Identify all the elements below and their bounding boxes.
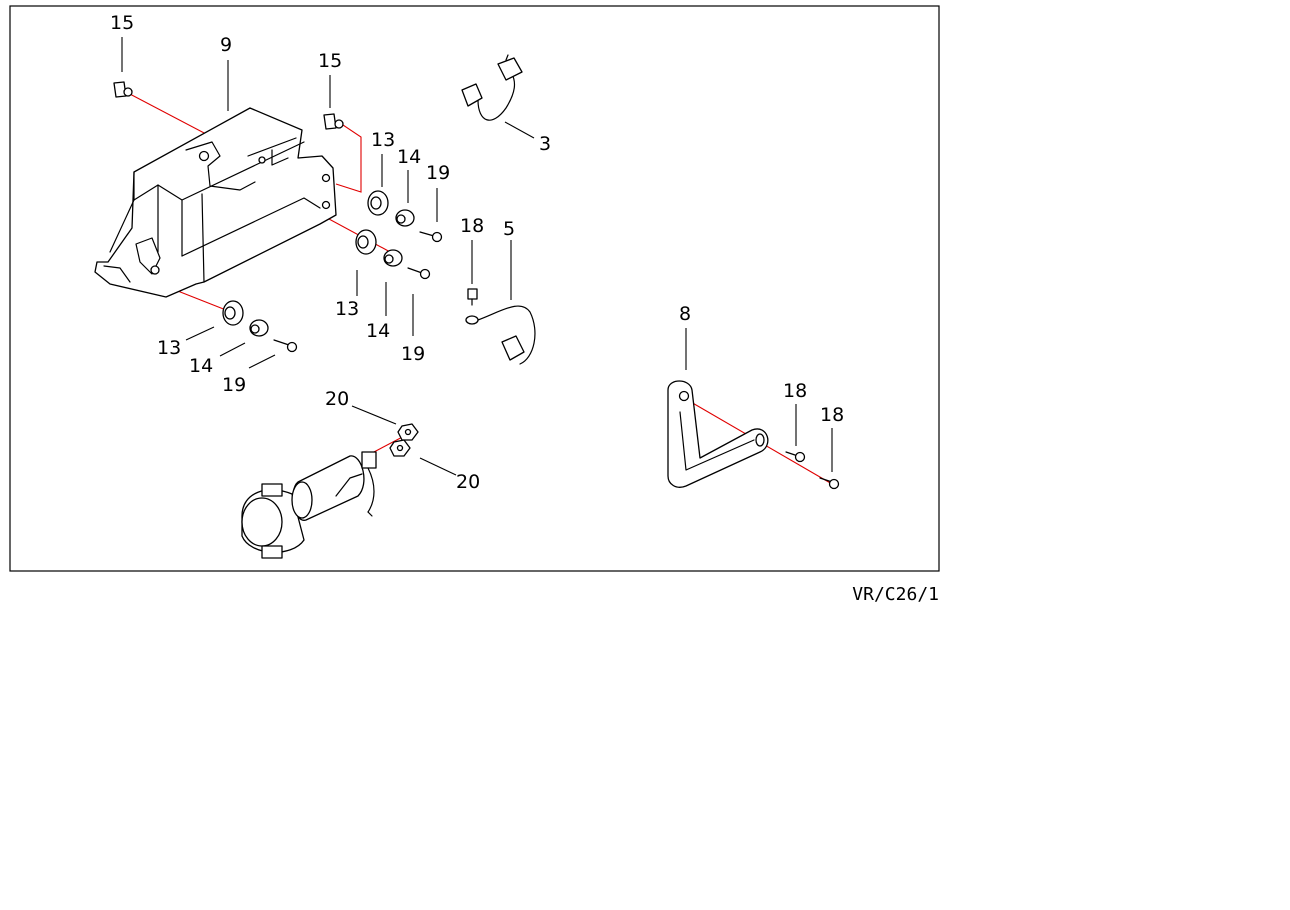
support-bracket bbox=[667, 380, 769, 488]
small-bolt bbox=[467, 288, 478, 306]
diagram-reference-code: VR/C26/1 bbox=[852, 584, 939, 605]
callout-label: 20 bbox=[456, 471, 480, 493]
clip-nut bbox=[323, 113, 344, 130]
leader-lines bbox=[121, 37, 833, 476]
callout-label: 14 bbox=[189, 355, 213, 377]
callout-label: 20 bbox=[325, 388, 349, 410]
callout-label: 9 bbox=[220, 34, 232, 56]
callout-label: 13 bbox=[371, 129, 395, 151]
spacer-sleeve bbox=[395, 209, 415, 227]
callout-label: 14 bbox=[397, 146, 421, 168]
callout-label: 14 bbox=[366, 320, 390, 342]
battery-tray-bracket bbox=[94, 107, 337, 298]
hex-nut bbox=[397, 423, 419, 441]
callout-label: 13 bbox=[335, 298, 359, 320]
mounting-bolt bbox=[419, 231, 443, 243]
mounting-bolt bbox=[273, 339, 298, 353]
rubber-mount bbox=[222, 300, 244, 326]
spacer-sleeve bbox=[383, 249, 403, 267]
spacer-sleeve bbox=[249, 319, 269, 337]
bracket-bolt bbox=[819, 477, 840, 490]
callout-label: 18 bbox=[783, 380, 807, 402]
motor-assembly bbox=[241, 451, 377, 559]
rubber-mount bbox=[367, 190, 389, 216]
callout-label: 19 bbox=[222, 374, 246, 396]
hex-nut bbox=[389, 439, 411, 457]
callout-label: 18 bbox=[820, 404, 844, 426]
clip-nut bbox=[113, 81, 133, 98]
connector-cable bbox=[461, 54, 523, 121]
bracket-bolt bbox=[785, 451, 806, 463]
callout-label: 19 bbox=[401, 343, 425, 365]
callout-label: 15 bbox=[318, 50, 342, 72]
rubber-mount bbox=[355, 229, 377, 255]
diagram-frame bbox=[9, 5, 940, 572]
callout-labels: 15 9 15 3 13 14 19 18 5 13 14 19 13 14 1… bbox=[110, 12, 844, 493]
callout-label: 15 bbox=[110, 12, 134, 34]
callout-label: 5 bbox=[503, 218, 515, 240]
ground-strap bbox=[465, 305, 536, 365]
callout-label: 18 bbox=[460, 215, 484, 237]
mounting-bolt bbox=[407, 267, 431, 280]
callout-label: 8 bbox=[679, 303, 691, 325]
callout-label: 13 bbox=[157, 337, 181, 359]
callout-label: 19 bbox=[426, 162, 450, 184]
callout-label: 3 bbox=[539, 133, 551, 155]
